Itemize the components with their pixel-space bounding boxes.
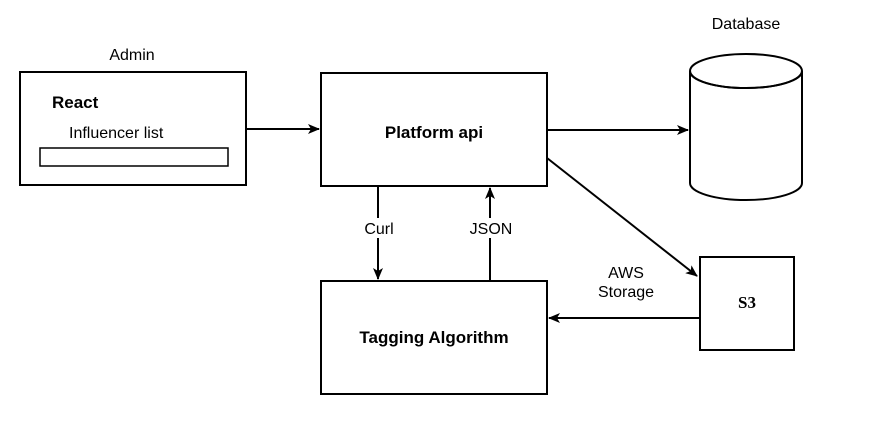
database-cylinder-body — [689, 71, 803, 201]
admin-node: Admin React Influencer list — [19, 47, 247, 186]
platform-api-box — [320, 72, 548, 187]
admin-title: React — [52, 93, 99, 112]
s3-label: S3 — [738, 293, 756, 312]
admin-caption: Admin — [109, 47, 154, 64]
tagging-algorithm-label: Tagging Algorithm — [359, 328, 508, 347]
curl-label-bg — [359, 218, 399, 238]
aws-edge-label: AWS — [608, 265, 644, 282]
tagging-algorithm-node: Tagging Algorithm — [320, 280, 548, 395]
database-node: Database — [689, 16, 803, 201]
admin-subtitle: Influencer list — [69, 125, 164, 142]
json-edge-label: JSON — [470, 221, 513, 238]
s3-box — [699, 256, 795, 351]
platform-api-node: Platform api — [320, 72, 548, 187]
influencer-list-input — [39, 147, 229, 167]
arrow-platform-to-s3 — [546, 157, 698, 277]
s3-node: S3 — [699, 256, 795, 351]
storage-edge-label: Storage — [598, 284, 654, 301]
database-label: Database — [712, 16, 781, 33]
database-cylinder-rim — [689, 70, 803, 89]
platform-api-label: Platform api — [385, 123, 483, 142]
tagging-algorithm-box — [320, 280, 548, 395]
curl-edge-label: Curl — [364, 221, 393, 238]
json-label-bg — [468, 218, 514, 238]
